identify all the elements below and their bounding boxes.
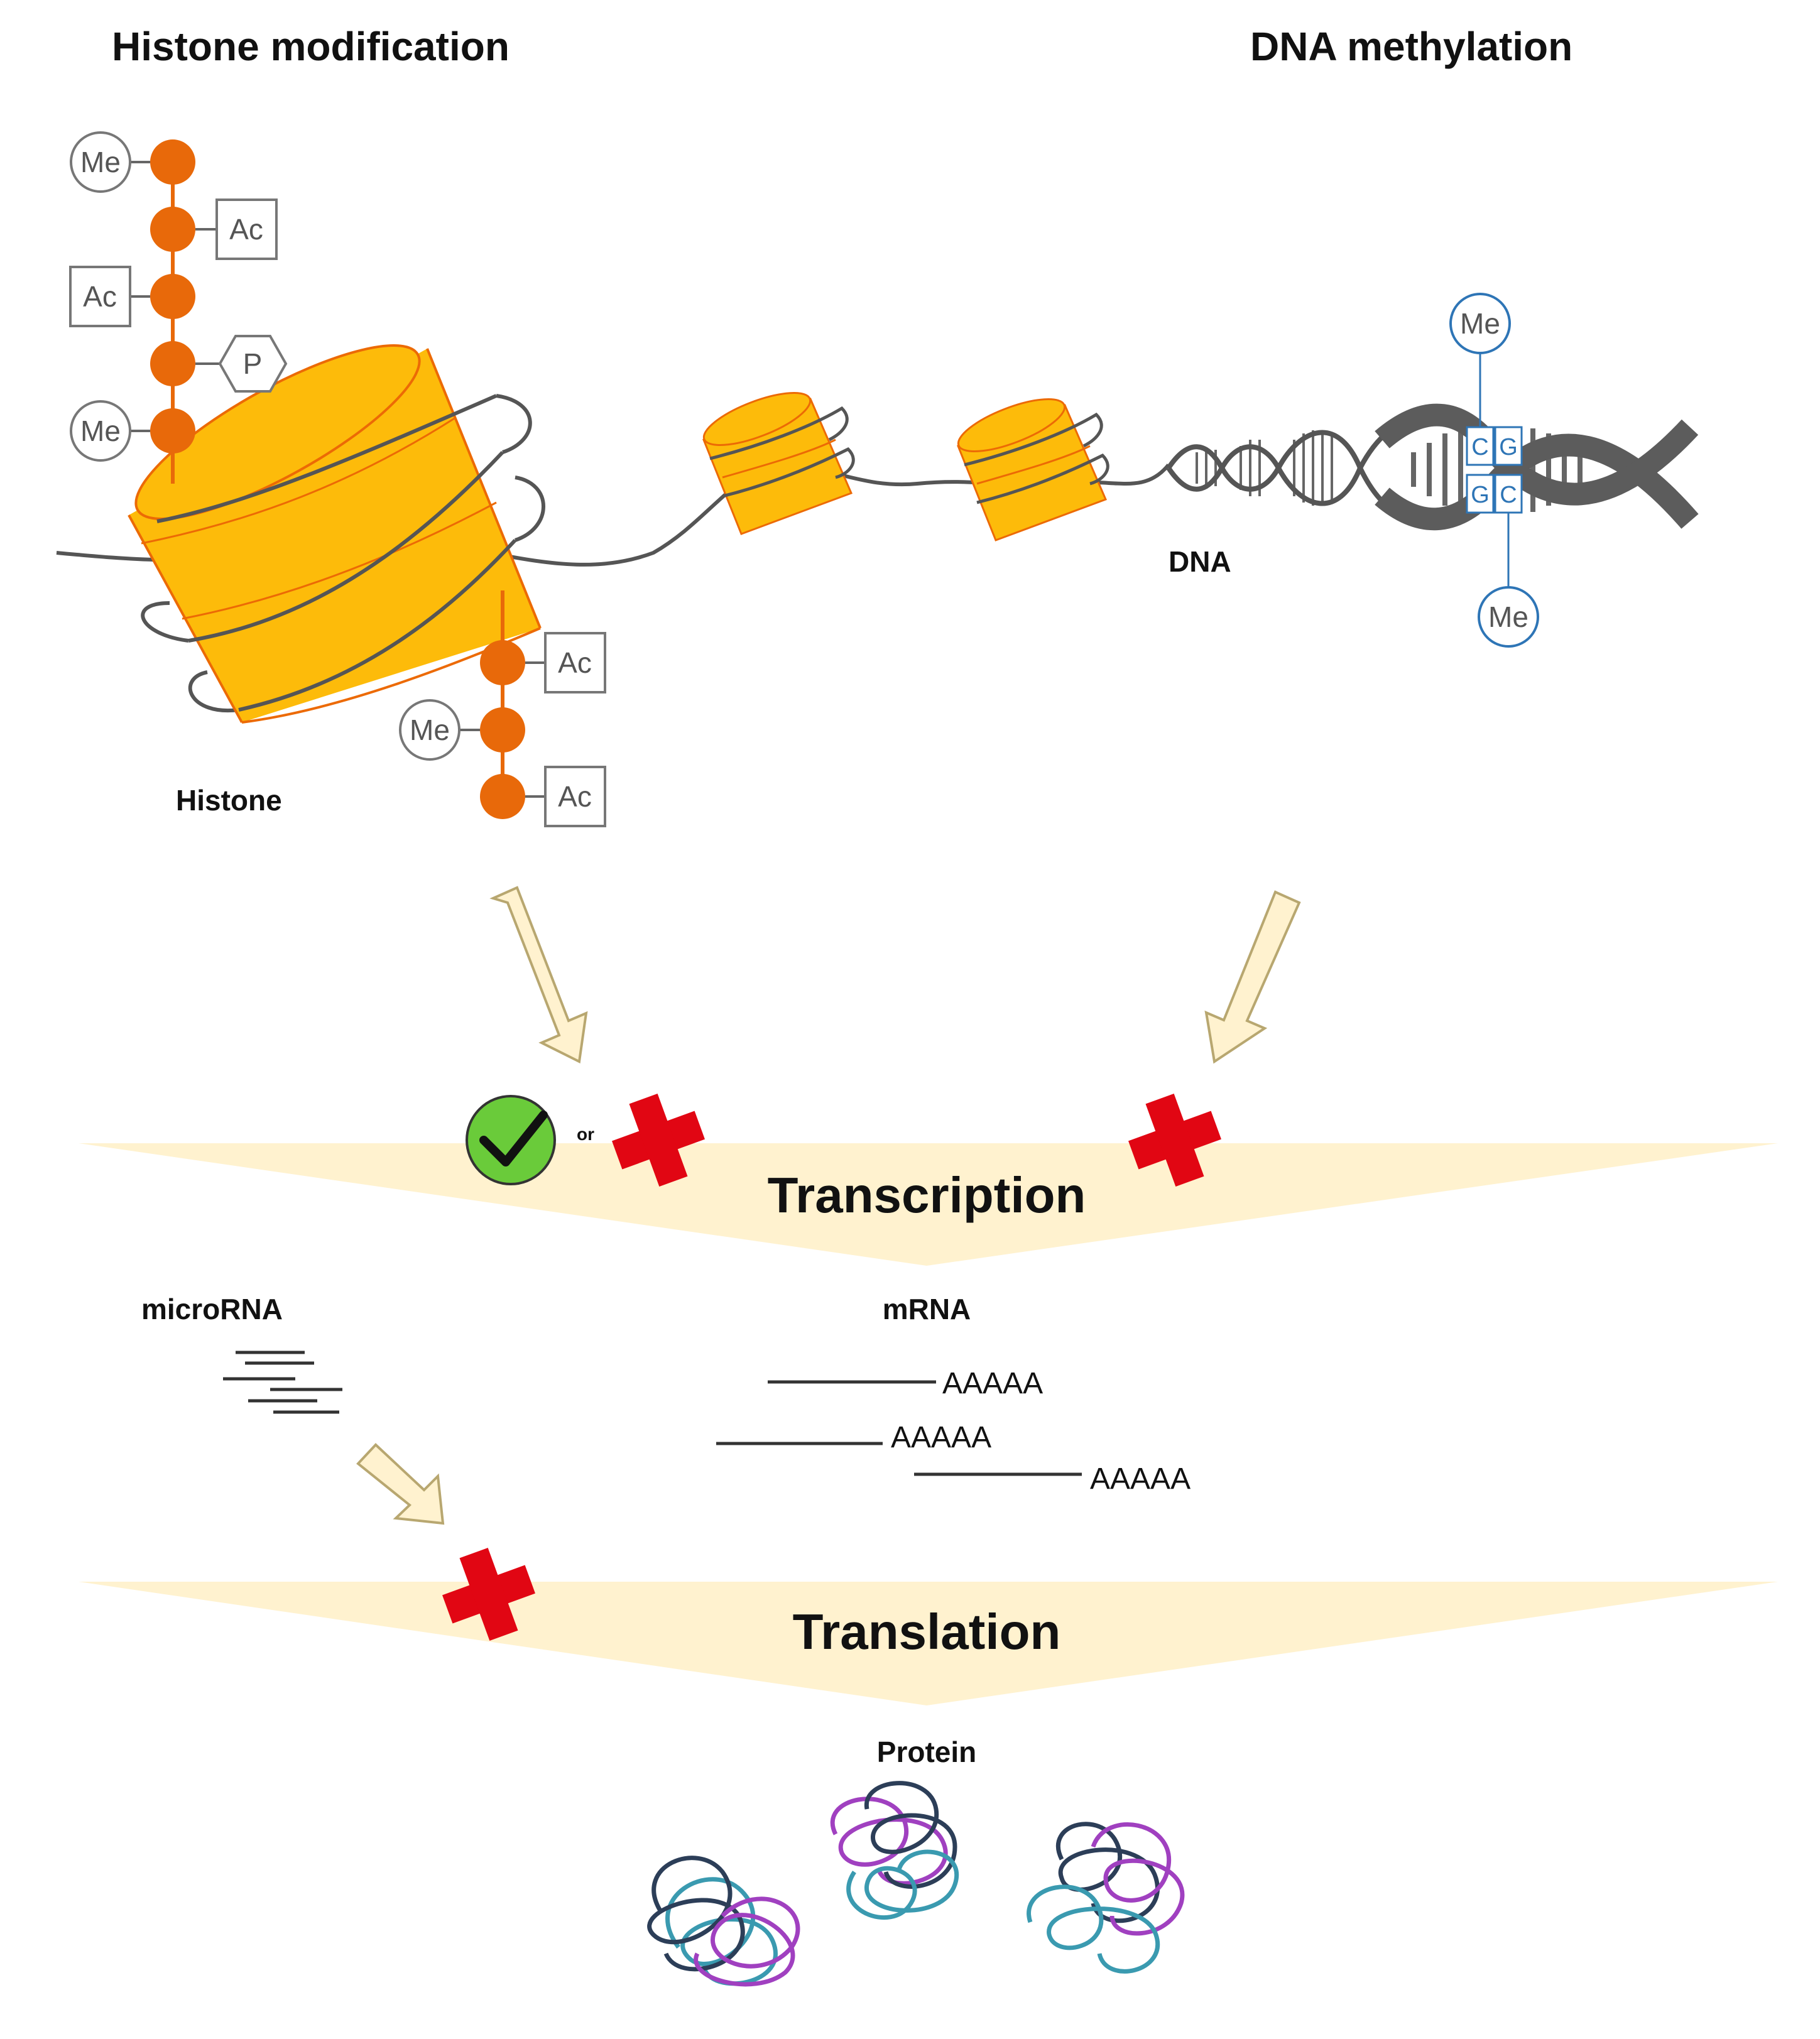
acetyl-group-box bbox=[215, 198, 278, 260]
red-cross-icon bbox=[442, 1548, 535, 1641]
histone-label: Histone bbox=[176, 784, 282, 817]
acetyl-group-box bbox=[544, 766, 606, 827]
dna-wrap-front bbox=[709, 406, 849, 460]
protein-blob-3 bbox=[1027, 1822, 1185, 1974]
tail-bead bbox=[480, 640, 525, 685]
histone-band bbox=[141, 416, 456, 545]
dna-methyl-label-bottom: Me bbox=[1488, 601, 1528, 633]
histone-top-face bbox=[134, 344, 421, 520]
mrna-transcript: AAAAA bbox=[716, 1421, 991, 1454]
methyl-group-circle bbox=[70, 400, 131, 462]
histone-tail-top: Me Ac Ac P Me bbox=[69, 131, 288, 484]
acetyl-label: Ac bbox=[83, 280, 117, 313]
acetyl-label: Ac bbox=[229, 213, 263, 246]
dna-label: DNA bbox=[1169, 545, 1231, 578]
tail-bead bbox=[150, 139, 195, 185]
down-arrow-left bbox=[489, 886, 588, 1064]
dna-wrap-back bbox=[515, 476, 545, 542]
phosphate-label: P bbox=[243, 347, 263, 380]
transcription-label: Transcription bbox=[768, 1167, 1086, 1223]
base-box-c bbox=[1466, 426, 1495, 466]
poly-a-tail: AAAAA bbox=[1090, 1462, 1191, 1496]
dna-double-helix: C G G C Me Me bbox=[1166, 293, 1699, 648]
check-mark-icon bbox=[466, 1095, 556, 1185]
red-cross-icon bbox=[1128, 1094, 1221, 1187]
tail-bead bbox=[150, 274, 195, 319]
protein-blob-1 bbox=[647, 1856, 800, 1987]
down-arrow-right bbox=[1204, 890, 1301, 1064]
protein-label: Protein bbox=[877, 1736, 976, 1768]
acetyl-group-box bbox=[544, 632, 606, 693]
protein-blob-2 bbox=[830, 1781, 959, 1920]
dna-wrap-front bbox=[722, 447, 855, 498]
histone-band bbox=[182, 501, 497, 620]
histone-band bbox=[722, 438, 836, 479]
mrna-transcript: AAAAA bbox=[768, 1367, 1043, 1400]
histone-top-face bbox=[702, 391, 812, 447]
dna-wrap-back bbox=[496, 394, 532, 454]
dna-wrap-front bbox=[976, 453, 1109, 504]
dna-methyl-label-top: Me bbox=[1460, 307, 1500, 340]
histone-tail-bottom: Ac Me Ac bbox=[399, 590, 606, 827]
nucleosome-small-2 bbox=[957, 398, 1109, 541]
mrna-transcript: AAAAA bbox=[914, 1462, 1191, 1496]
mrna-label: mRNA bbox=[883, 1293, 971, 1325]
microrna-arrow bbox=[356, 1443, 445, 1525]
poly-a-tail: AAAAA bbox=[891, 1421, 991, 1454]
dna-wrap-front bbox=[156, 394, 498, 523]
histone-side-edge bbox=[426, 348, 542, 629]
base-box-g bbox=[1494, 426, 1523, 466]
tail-bead bbox=[480, 774, 525, 819]
base-box-c bbox=[1494, 474, 1523, 514]
methyl-label: Me bbox=[80, 415, 121, 447]
methyl-group-circle bbox=[399, 699, 460, 761]
methyl-label: Me bbox=[410, 714, 450, 746]
phosphate-group-hexagon bbox=[218, 335, 288, 393]
poly-a-tail: AAAAA bbox=[942, 1367, 1043, 1400]
tail-bead bbox=[150, 408, 195, 454]
histone-large bbox=[128, 344, 545, 724]
dna-wrap-back bbox=[141, 601, 189, 643]
or-label: or bbox=[577, 1124, 594, 1144]
base-label: G bbox=[1471, 482, 1490, 508]
translation-label: Translation bbox=[793, 1604, 1061, 1660]
dna-methyl-circle-top bbox=[1449, 293, 1511, 354]
acetyl-label: Ac bbox=[558, 646, 592, 679]
helix-rungs bbox=[1196, 430, 1333, 506]
red-cross-icon bbox=[612, 1094, 705, 1187]
tail-bead bbox=[150, 341, 195, 386]
base-label: C bbox=[1500, 482, 1517, 508]
methyl-label: Me bbox=[80, 146, 121, 178]
title-histone-modification: Histone modification bbox=[112, 24, 509, 69]
microrna-strands bbox=[223, 1351, 342, 1414]
dna-wrap-back bbox=[188, 670, 239, 713]
methyl-group-circle bbox=[70, 131, 131, 193]
title-dna-methylation: DNA methylation bbox=[1250, 24, 1572, 69]
base-label: C bbox=[1471, 434, 1488, 460]
histone-band bbox=[976, 445, 1091, 485]
acetyl-group-box bbox=[69, 266, 131, 327]
histone-body bbox=[129, 349, 540, 722]
tail-bead bbox=[480, 707, 525, 753]
nucleosome-small-1 bbox=[702, 391, 855, 535]
dna-wrap-front bbox=[188, 450, 504, 643]
tail-bead bbox=[150, 207, 195, 252]
dna-methyl-circle-bottom bbox=[1478, 586, 1539, 648]
histone-top-face bbox=[957, 398, 1066, 453]
microrna-label: microRNA bbox=[141, 1293, 283, 1325]
acetyl-label: Ac bbox=[558, 780, 592, 813]
base-label: G bbox=[1499, 434, 1518, 460]
base-box-g bbox=[1466, 474, 1495, 514]
dna-wrap-front bbox=[964, 412, 1103, 467]
dna-wrap-front bbox=[238, 538, 517, 712]
